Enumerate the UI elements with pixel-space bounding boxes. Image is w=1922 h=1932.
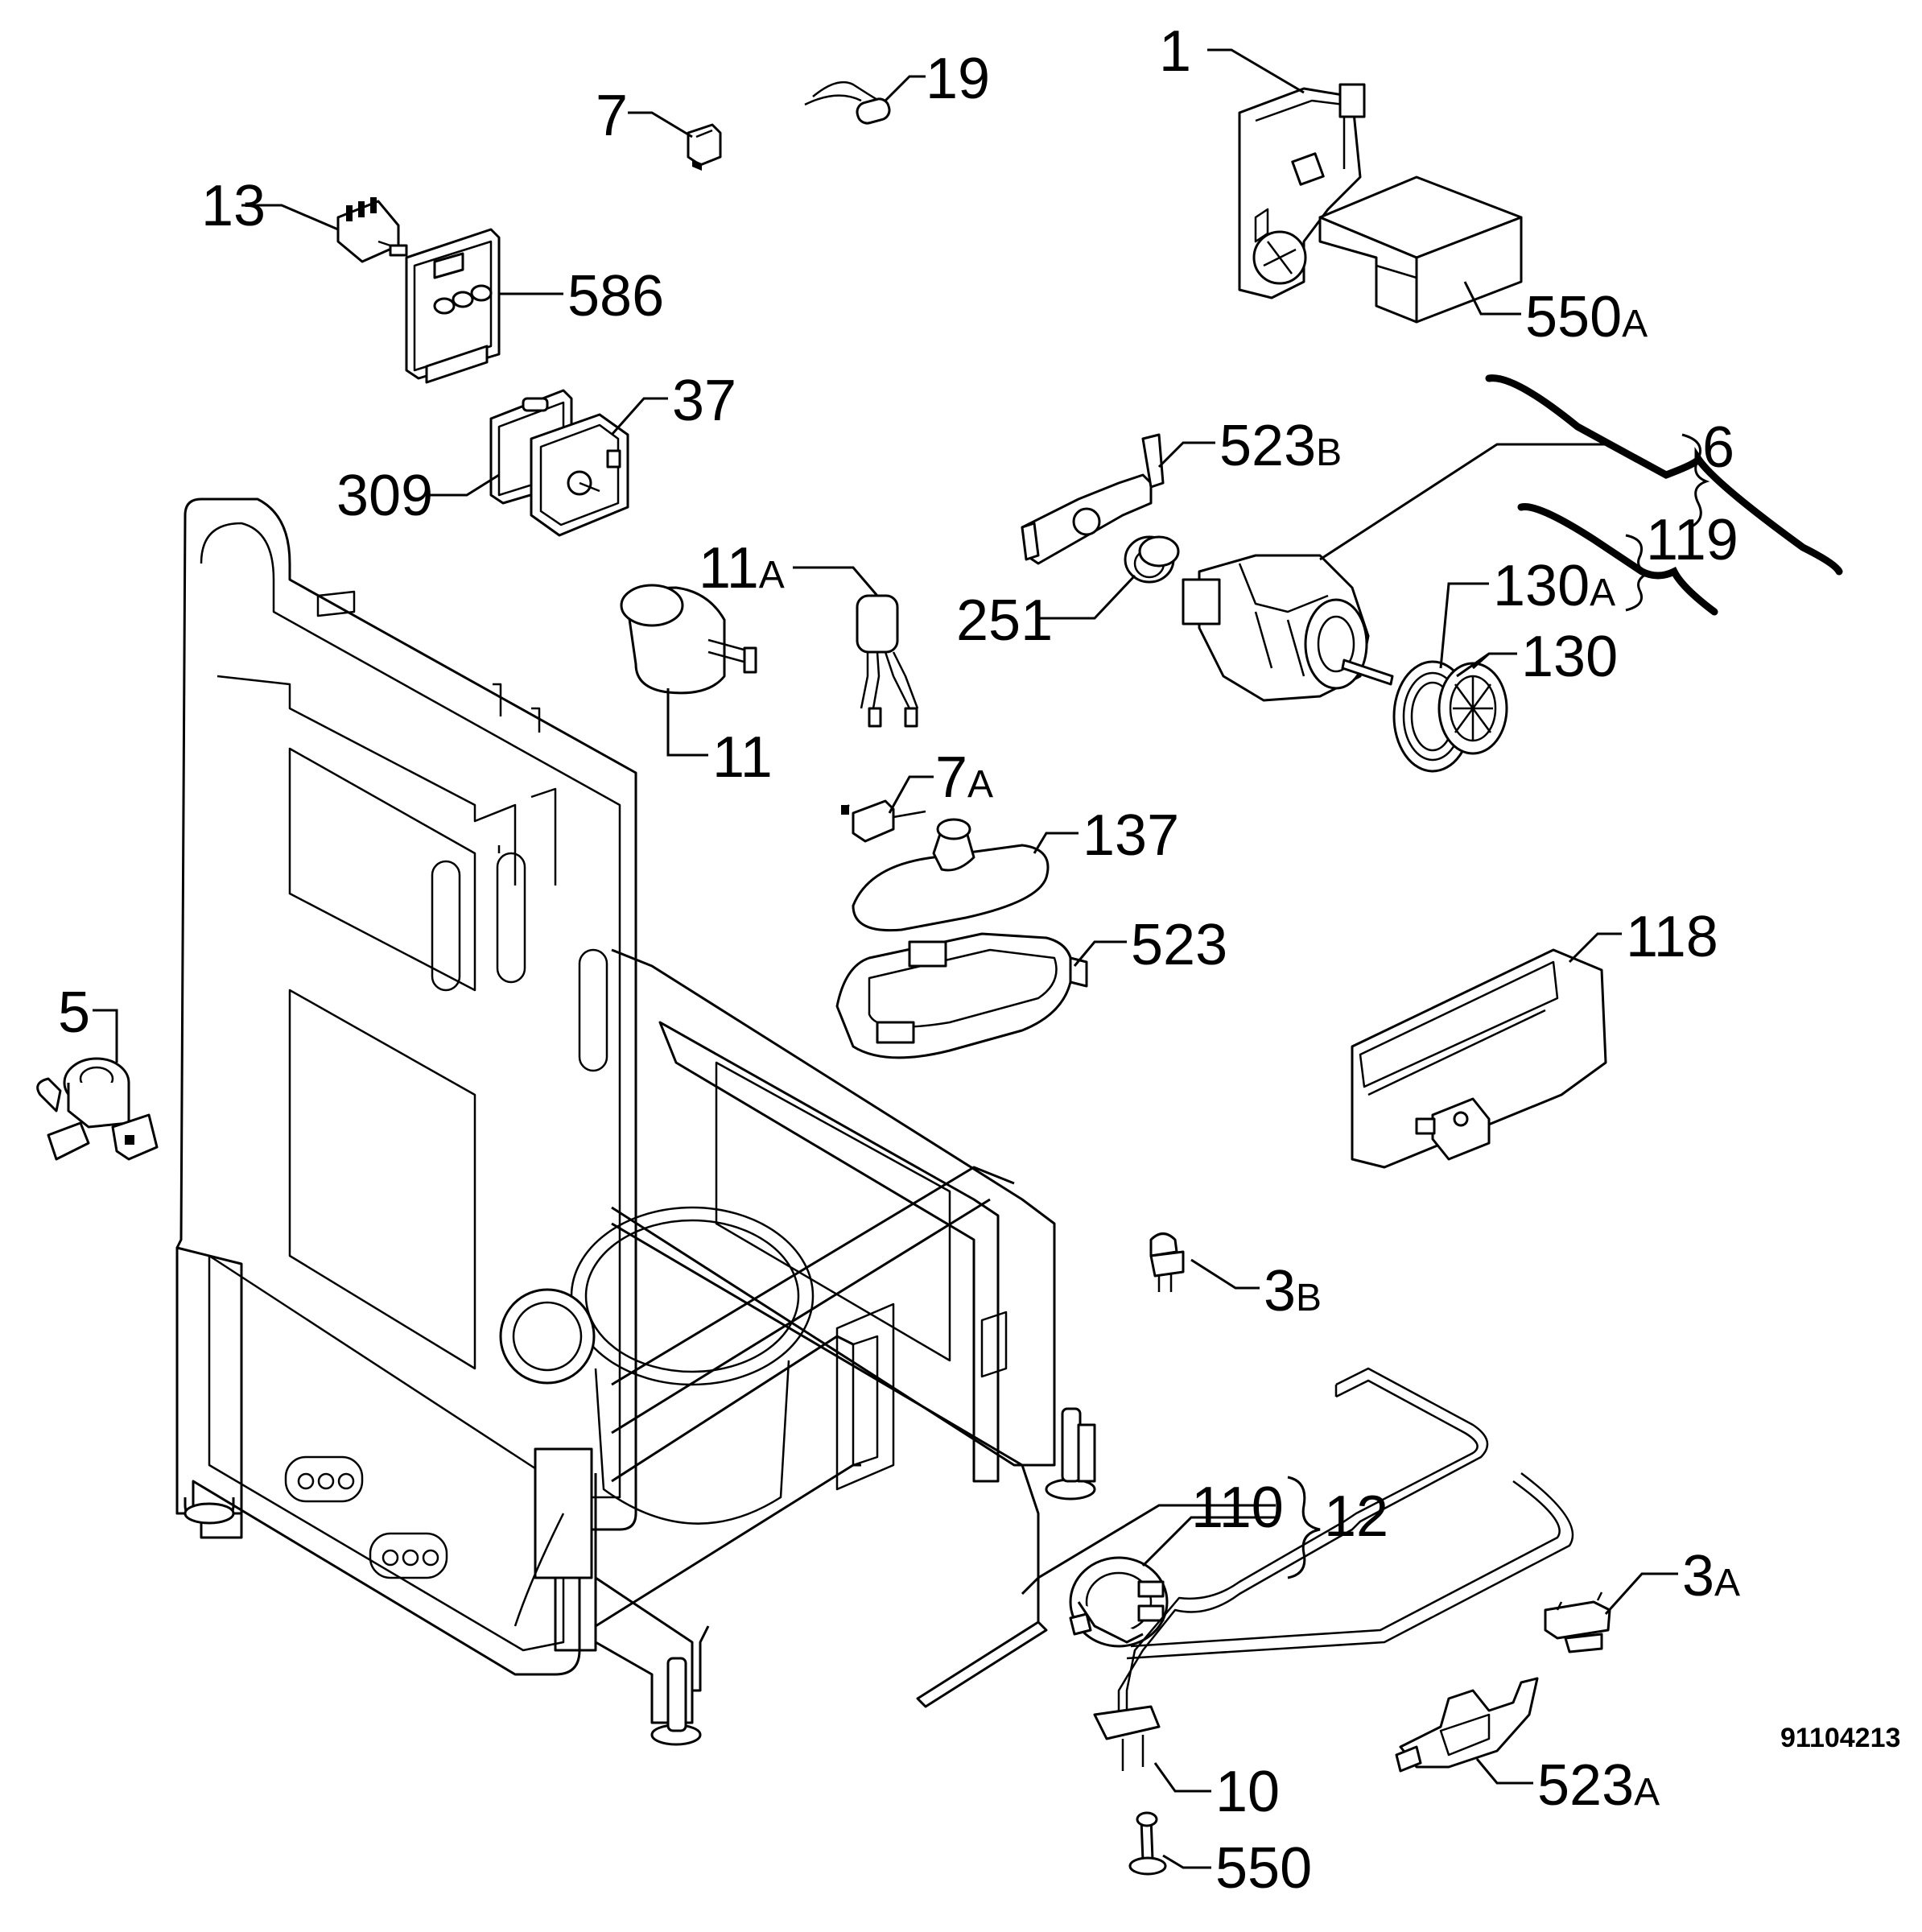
motor-capacitor	[620, 584, 757, 695]
relay-housing	[530, 413, 629, 537]
label-19: 19	[926, 47, 990, 111]
terminal-block	[336, 197, 408, 263]
label-12: 12	[1324, 1484, 1388, 1549]
label-251: 251	[956, 588, 1053, 653]
label-118: 118	[1626, 905, 1718, 969]
motor-pulley	[1392, 660, 1508, 773]
label-5: 5	[58, 980, 90, 1045]
label-550: 550	[1215, 1836, 1312, 1901]
microswitch	[841, 799, 926, 843]
float-housing	[835, 932, 1088, 1059]
drawing-code: 91104213	[1780, 1723, 1900, 1753]
label-523: 523	[1131, 913, 1227, 977]
label-3b: 3B	[1264, 1259, 1322, 1323]
label-137: 137	[1083, 803, 1179, 868]
thermostat-clip	[1544, 1591, 1611, 1653]
label-6: 6	[1702, 415, 1734, 480]
label-11: 11	[712, 725, 773, 790]
brace-6	[1681, 433, 1710, 529]
detergent-dispenser	[1351, 948, 1607, 1169]
label-586: 586	[567, 264, 664, 328]
brace-119	[1625, 534, 1652, 612]
element-bracket	[1395, 1677, 1539, 1773]
label-7a: 7A	[935, 745, 993, 810]
label-130: 130	[1521, 625, 1618, 689]
label-11a: 11A	[699, 536, 785, 601]
program-timer-board	[1238, 83, 1366, 299]
callout-labels: 1 19 7 13 586 550A 37 309 523B 6 119 11A…	[58, 19, 1740, 1901]
label-119: 119	[1646, 508, 1738, 572]
label-309: 309	[336, 464, 433, 528]
water-inlet-valve	[36, 1057, 159, 1161]
fixing-screw	[1128, 1811, 1167, 1876]
label-37: 37	[672, 369, 736, 433]
label-7: 7	[596, 84, 628, 148]
label-130a: 130A	[1493, 554, 1615, 618]
heating-element	[1093, 1367, 1574, 1771]
interference-capacitor	[856, 594, 919, 728]
label-110: 110	[1191, 1476, 1284, 1540]
label-523a: 523A	[1537, 1753, 1660, 1818]
brace-12	[1287, 1476, 1321, 1579]
thermostat	[1149, 1232, 1185, 1292]
rubber-grommet	[1124, 535, 1180, 584]
label-1: 1	[1159, 19, 1191, 84]
noise-filter-capacitor	[804, 80, 891, 125]
label-3a: 3A	[1682, 1544, 1740, 1608]
door-switch	[687, 123, 722, 171]
label-550a: 550A	[1525, 285, 1648, 349]
motor-bracket	[1021, 433, 1165, 565]
module-box	[1318, 175, 1523, 324]
wash-motor	[1182, 554, 1394, 702]
float-cover	[852, 818, 1050, 932]
callout-leaders	[93, 48, 1678, 1869]
label-13: 13	[201, 174, 266, 238]
label-10: 10	[1215, 1760, 1280, 1824]
pressure-switch	[916, 1556, 1169, 1708]
dishwasher-base-frame	[175, 497, 1096, 1746]
label-523b: 523B	[1219, 414, 1342, 478]
mounting-plate	[405, 228, 501, 384]
